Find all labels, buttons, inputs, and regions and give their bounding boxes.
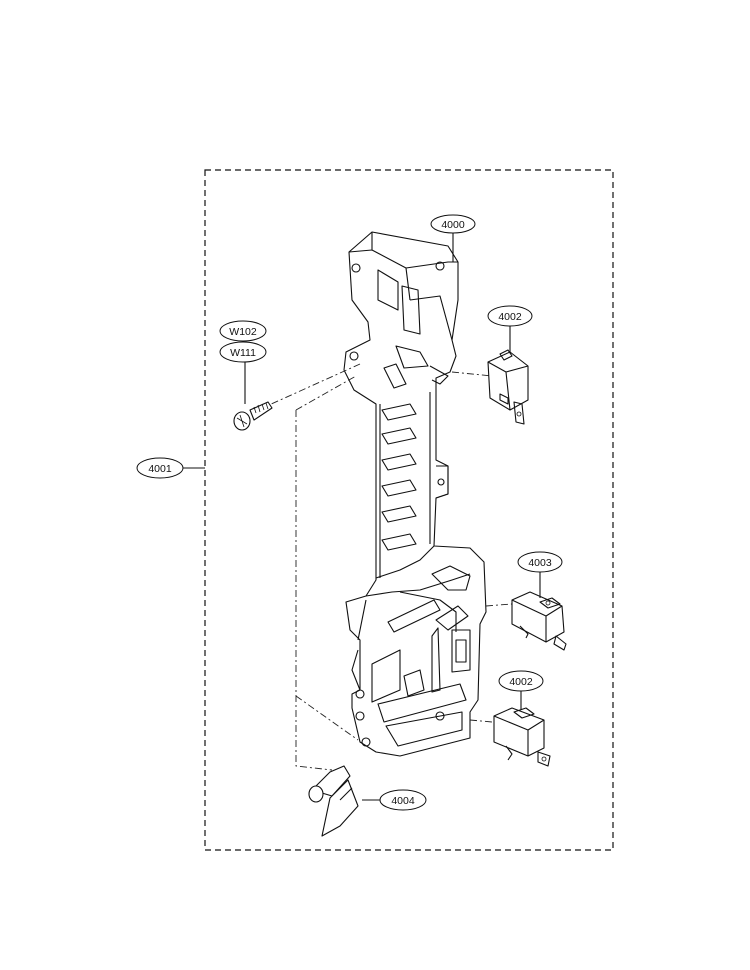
callout-4002-bottom: 4002 xyxy=(498,670,544,692)
callout-4000: 4000 xyxy=(430,214,476,234)
callout-4004: 4004 xyxy=(379,789,427,811)
latch-board xyxy=(343,231,487,757)
callout-label-switch-middle: 4003 xyxy=(528,557,552,569)
callout-label-screw-b: W111 xyxy=(230,347,256,359)
assembly-frame xyxy=(204,169,614,851)
callout-label-screw-a: W102 xyxy=(229,326,257,338)
assembly-guide-lines xyxy=(257,363,513,771)
callout-w111: W111 xyxy=(219,341,267,363)
callout-4003: 4003 xyxy=(517,551,563,573)
callout-label-frame-assembly: 4001 xyxy=(148,463,172,475)
switch-bottom xyxy=(493,707,551,767)
ladder-slots xyxy=(381,403,417,551)
callout-label-switch-bottom: 4002 xyxy=(509,676,533,688)
switch-top xyxy=(487,349,529,425)
switch-middle xyxy=(511,591,567,651)
callout-4002-top: 4002 xyxy=(487,305,533,327)
callout-label-latch-board: 4000 xyxy=(441,219,465,231)
screw xyxy=(233,401,273,431)
callout-label-switch-top: 4002 xyxy=(498,311,522,323)
callout-label-lever: 4004 xyxy=(391,795,415,807)
callout-leaders xyxy=(183,233,541,801)
callout-4001: 4001 xyxy=(136,457,184,479)
callout-w102: W102 xyxy=(219,320,267,342)
lever xyxy=(308,765,359,837)
